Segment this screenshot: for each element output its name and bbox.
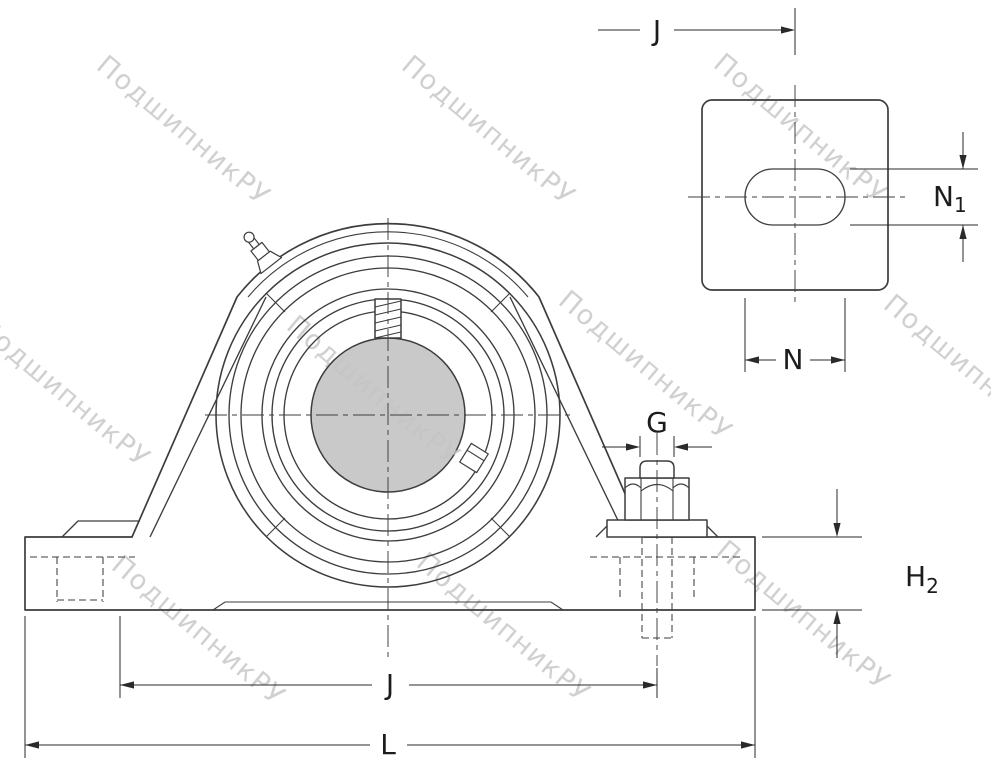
watermark-text: ПодшипникРУ <box>711 535 896 698</box>
left-foot-details <box>30 520 140 602</box>
dimension-j-top: J <box>598 8 796 55</box>
label-h2: H2 <box>905 560 939 598</box>
dimension-n: N <box>744 298 846 376</box>
base-bolt <box>590 433 742 666</box>
label-n: N <box>783 343 804 376</box>
watermark-layer: ПодшипникРУ ПодшипникРУ ПодшипникРУ Подш… <box>0 48 991 713</box>
stud-tip <box>639 460 675 479</box>
dimension-h2: H2 <box>762 489 939 658</box>
label-l: L <box>380 728 396 761</box>
label-g: G <box>646 406 668 439</box>
label-j-bottom: J <box>384 668 394 701</box>
set-screw-inner-ring <box>459 442 489 474</box>
front-view <box>24 218 756 666</box>
watermark-text: ПодшипникРУ <box>0 312 156 475</box>
dimension-g: G <box>602 406 712 457</box>
watermark-text: ПодшипникРУ <box>878 289 991 452</box>
watermark-text: ПодшипникРУ <box>396 50 581 213</box>
dimension-l: L <box>24 616 756 761</box>
dimension-n1: N1 <box>850 132 978 262</box>
top-view <box>688 85 905 305</box>
center-lines <box>205 218 575 658</box>
watermark-text: ПодшипникРУ <box>708 48 893 211</box>
dimension-j-bottom: J <box>119 616 658 701</box>
label-n1: N1 <box>933 180 967 217</box>
bolt-slot <box>744 168 846 226</box>
grease-nipple <box>243 231 283 275</box>
label-j-top: J <box>651 14 661 47</box>
watermark-text: ПодшипникРУ <box>91 50 276 213</box>
